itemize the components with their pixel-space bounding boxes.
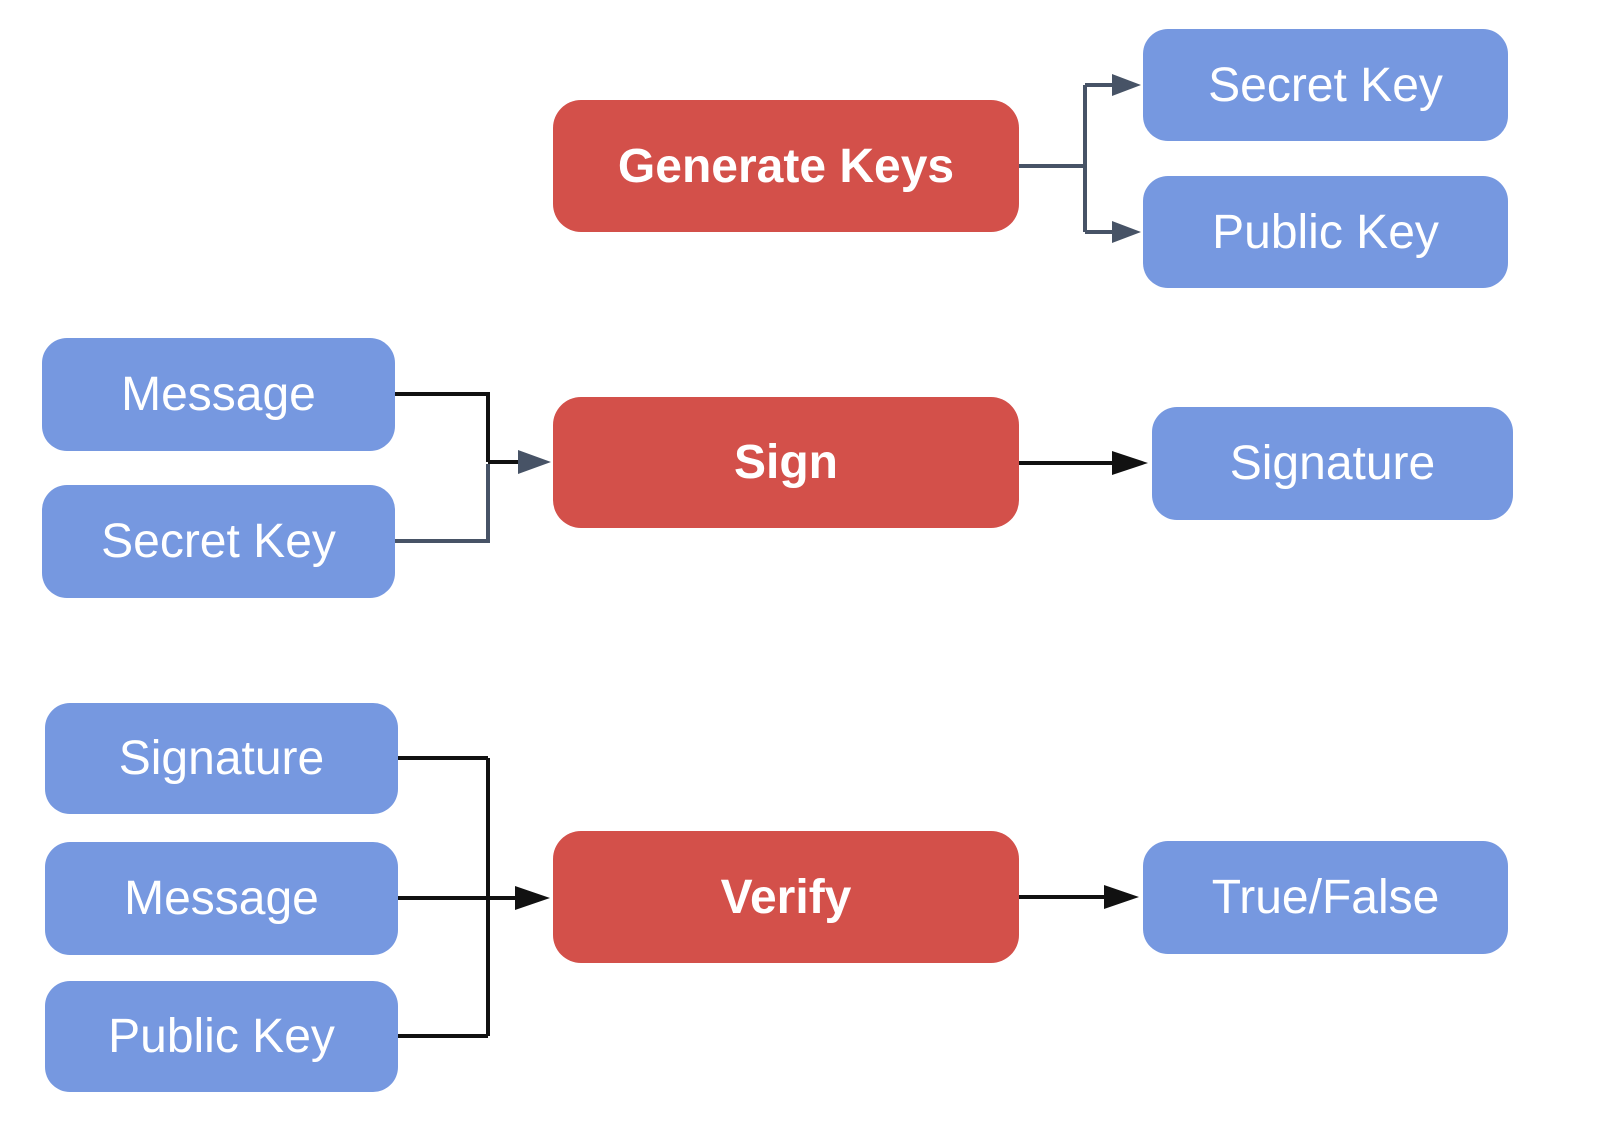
- sign-connectors: [395, 392, 1148, 543]
- verify-node: Verify: [553, 831, 1019, 963]
- sign-node: Sign: [553, 397, 1019, 528]
- generate-keys-node: Generate Keys: [553, 100, 1019, 232]
- secret-key-output-label: Secret Key: [1208, 58, 1443, 112]
- message-input-node-verify: Message: [45, 842, 398, 955]
- sign-label: Sign: [734, 436, 838, 489]
- public-key-input-node: Public Key: [45, 981, 398, 1092]
- public-key-output-node: Public Key: [1143, 176, 1508, 288]
- secret-key-output-node: Secret Key: [1143, 29, 1508, 141]
- generate-keys-label: Generate Keys: [617, 139, 955, 193]
- verify-connectors: [398, 756, 1139, 1038]
- message-input-label-sign: Message: [121, 368, 316, 421]
- message-input-node-sign: Message: [42, 338, 395, 451]
- true-false-output-label: True/False: [1211, 871, 1440, 924]
- true-false-output-node: True/False: [1143, 841, 1508, 954]
- sign-input-arrowhead-icon: [518, 450, 551, 474]
- message-to-sign-elbow: [395, 392, 490, 462]
- signature-output-node: Signature: [1152, 407, 1513, 520]
- verify-output-arrowhead-icon: [1104, 885, 1139, 909]
- public-key-output-label: Public Key: [1212, 205, 1439, 259]
- public-key-input-label: Public Key: [108, 1010, 335, 1063]
- secret-key-input-node: Secret Key: [42, 485, 395, 598]
- sign-output-arrowhead-icon: [1112, 451, 1148, 475]
- secret-key-input-label: Secret Key: [101, 515, 336, 568]
- verify-label: Verify: [720, 870, 852, 924]
- secret-key-to-sign-elbow: [395, 464, 490, 543]
- signature-input-node: Signature: [45, 703, 398, 814]
- signature-output-label: Signature: [1229, 437, 1436, 490]
- public-key-arrowhead-icon: [1112, 221, 1141, 243]
- message-input-label-verify: Message: [124, 872, 319, 925]
- verify-input-arrowhead-icon: [515, 886, 550, 910]
- signature-input-label: Signature: [118, 732, 325, 785]
- generate-keys-connectors: [1019, 74, 1141, 243]
- secret-key-arrowhead-icon: [1112, 74, 1141, 96]
